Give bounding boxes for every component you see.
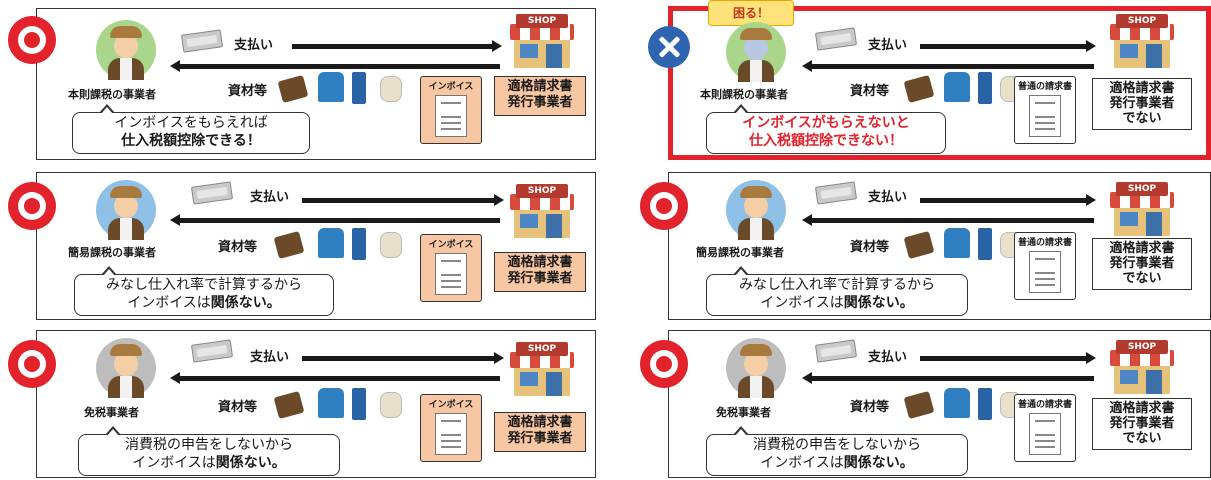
circle-ok-icon — [640, 182, 688, 230]
business-owner-avatar — [726, 180, 786, 240]
goods-label: 資材等 — [218, 240, 258, 255]
shop-sign: SHOP — [1116, 340, 1168, 354]
person-label: 免税事業者 — [84, 406, 139, 419]
pants-icon — [352, 388, 366, 420]
shop-icon: SHOP — [1110, 340, 1174, 394]
jacket-icon — [944, 388, 970, 418]
shop-sign: SHOP — [516, 342, 568, 356]
payment-label: 支払い — [250, 190, 290, 205]
shop-icon: SHOP — [1110, 14, 1174, 68]
jacket-icon — [318, 388, 344, 418]
gloves-icon — [380, 76, 402, 102]
jacket-icon — [944, 72, 970, 102]
payment-label: 支払い — [250, 350, 290, 365]
goods-arrow — [802, 60, 1094, 72]
business-owner-avatar — [96, 20, 156, 80]
goods-label: 資材等 — [850, 240, 890, 255]
circle-ok-icon — [8, 182, 56, 230]
document-icon — [435, 253, 467, 295]
speech-bubble: 消費税の申告をしないから インボイスは関係ない。 — [706, 426, 968, 476]
jacket-icon — [944, 228, 970, 258]
payment-arrow — [920, 194, 1096, 206]
pants-icon — [352, 228, 366, 260]
shop-sign: SHOP — [516, 14, 568, 28]
goods-label: 資材等 — [228, 84, 268, 99]
qualified-invoice-issuer-label: 適格請求書 発行事業者 — [494, 412, 586, 452]
invoice-document: インボイス — [420, 394, 482, 462]
person-label: 簡易課税の事業者 — [696, 246, 784, 259]
speech-bubble: みなし仕入れ率で計算するから インボイスは関係ない。 — [706, 266, 968, 316]
pants-icon — [978, 388, 992, 420]
bill-title: 普通の請求書 — [1017, 238, 1072, 248]
payment-arrow — [920, 40, 1096, 52]
payment-label: 支払い — [868, 190, 908, 205]
goods-arrow — [802, 214, 1094, 226]
bill-title: 普通の請求書 — [1017, 400, 1072, 410]
person-label: 本則課税の事業者 — [700, 88, 788, 101]
payment-arrow — [302, 352, 504, 364]
goods-arrow — [170, 60, 500, 72]
person-label: 本則課税の事業者 — [68, 88, 156, 101]
payment-arrow — [920, 352, 1096, 364]
regular-bill-document: 普通の請求書 — [1014, 232, 1076, 300]
regular-bill-document: 普通の請求書 — [1014, 76, 1076, 144]
pants-icon — [352, 72, 366, 104]
goods-label: 資材等 — [218, 400, 258, 415]
gloves-icon — [380, 232, 402, 258]
speech-bubble: 消費税の申告をしないから インボイスは関係ない。 — [78, 426, 340, 476]
circle-ok-icon — [8, 340, 56, 388]
payment-arrow — [292, 40, 502, 52]
invoice-title: インボイス — [428, 82, 474, 92]
document-icon — [1029, 413, 1061, 455]
shop-sign: SHOP — [516, 184, 568, 198]
invoice-title: インボイス — [428, 240, 474, 250]
qualified-invoice-issuer-label: 適格請求書 発行事業者 — [494, 252, 586, 292]
jacket-icon — [318, 228, 344, 258]
business-owner-avatar — [96, 338, 156, 398]
circle-ok-icon — [8, 16, 56, 64]
person-label: 簡易課税の事業者 — [68, 246, 156, 259]
document-icon — [435, 413, 467, 455]
pants-icon — [978, 72, 992, 104]
person-label: 免税事業者 — [716, 406, 771, 419]
circle-ok-icon — [640, 340, 688, 388]
payment-arrow — [302, 194, 504, 206]
shop-icon: SHOP — [510, 14, 574, 68]
speech-bubble: インボイスをもらえれば 仕入税額控除できる！ — [72, 104, 310, 154]
document-icon — [435, 95, 467, 137]
pants-icon — [978, 228, 992, 260]
shop-icon: SHOP — [510, 342, 574, 396]
goods-arrow — [802, 372, 1094, 384]
shop-icon: SHOP — [1110, 182, 1174, 236]
regular-bill-document: 普通の請求書 — [1014, 394, 1076, 462]
document-icon — [1029, 251, 1061, 293]
invoice-document: インボイス — [420, 76, 482, 144]
business-owner-avatar — [726, 22, 786, 82]
goods-arrow — [170, 372, 500, 384]
cross-ng-icon — [648, 26, 690, 68]
payment-label: 支払い — [234, 38, 274, 53]
payment-label: 支払い — [868, 350, 908, 365]
speech-bubble: みなし仕入れ率で計算するから インボイスは関係ない。 — [74, 266, 334, 316]
qualified-invoice-issuer-label: 適格請求書 発行事業者 — [494, 76, 586, 116]
gloves-icon — [380, 392, 402, 418]
goods-label: 資材等 — [850, 400, 890, 415]
invoice-title: インボイス — [428, 400, 474, 410]
speech-bubble: インボイスがもらえないと 仕入税額控除できない！ — [706, 104, 946, 154]
goods-label: 資材等 — [850, 84, 890, 99]
non-qualified-issuer-label: 適格請求書 発行事業者 でない — [1092, 78, 1192, 130]
jacket-icon — [318, 72, 344, 102]
shop-icon: SHOP — [510, 184, 574, 238]
business-owner-avatar — [726, 338, 786, 398]
payment-label: 支払い — [868, 38, 908, 53]
shop-sign: SHOP — [1116, 182, 1168, 196]
bill-title: 普通の請求書 — [1017, 82, 1072, 92]
business-owner-avatar — [96, 180, 156, 240]
goods-arrow — [170, 214, 500, 226]
invoice-document: インボイス — [420, 234, 482, 302]
document-icon — [1029, 95, 1061, 137]
shop-sign: SHOP — [1116, 14, 1168, 28]
non-qualified-issuer-label: 適格請求書 発行事業者 でない — [1092, 398, 1192, 450]
non-qualified-issuer-label: 適格請求書 発行事業者 でない — [1092, 238, 1192, 290]
